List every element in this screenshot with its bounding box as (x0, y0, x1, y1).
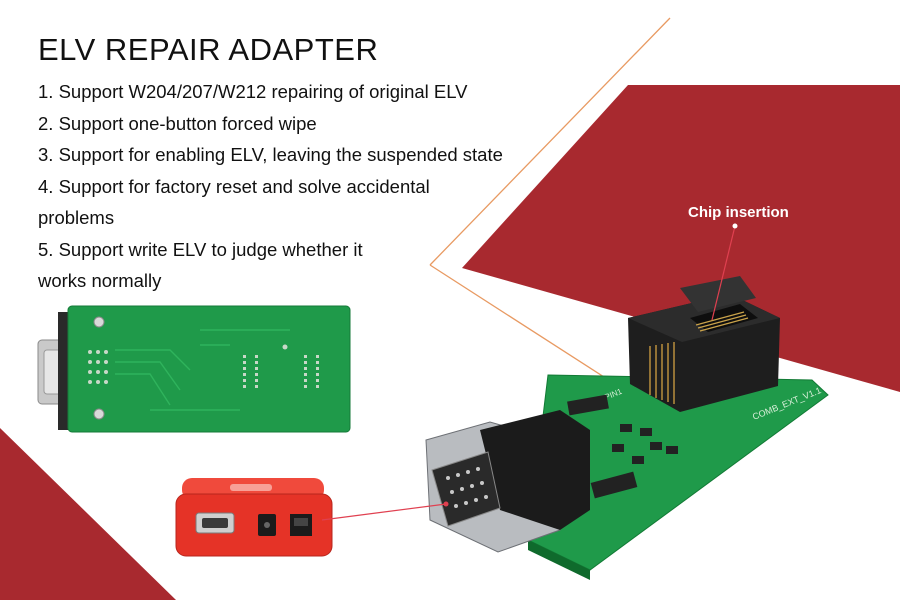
feature-item: 5. Support write ELV to judge whether it… (38, 238, 363, 292)
db15-pins (446, 467, 488, 508)
adapter-ics (567, 394, 678, 499)
pcb-edge-dark (58, 312, 70, 430)
chip-callout-dot (732, 223, 738, 229)
orange-lower-line (429, 264, 633, 396)
adapter-pcb-edge (528, 540, 590, 580)
pcb-board (67, 305, 351, 433)
db15-face (431, 451, 501, 527)
orange-diagonal-line (429, 17, 671, 266)
red-banner-shape (462, 85, 900, 392)
feature-item: 3. Support for enabling ELV, leaving the… (38, 144, 503, 165)
red-corner-triangle (0, 428, 176, 600)
device-body (175, 493, 333, 557)
page-title: ELV REPAIR ADAPTER (38, 32, 379, 67)
device-link-dot (443, 501, 449, 507)
pcb-ic-footprint-1 (243, 355, 258, 388)
device-link-line (321, 503, 447, 521)
feature-list: 1. Support W204/207/W212 repairing of or… (38, 76, 538, 297)
db15-hood (480, 410, 590, 530)
pcb-ic-footprint-2 (304, 355, 319, 388)
feature-item: 2. Support one-button forced wipe (38, 112, 317, 134)
pcb-pin-pads (88, 350, 108, 384)
chip-insertion-label: Chip insertion (688, 204, 789, 221)
feature-item: 4. Support for factory reset and solve a… (38, 175, 430, 229)
feature-item: 1. Support W204/207/W212 repairing of or… (38, 81, 468, 102)
zif-socket-pins (695, 311, 749, 332)
chip-callout-line (711, 225, 736, 321)
